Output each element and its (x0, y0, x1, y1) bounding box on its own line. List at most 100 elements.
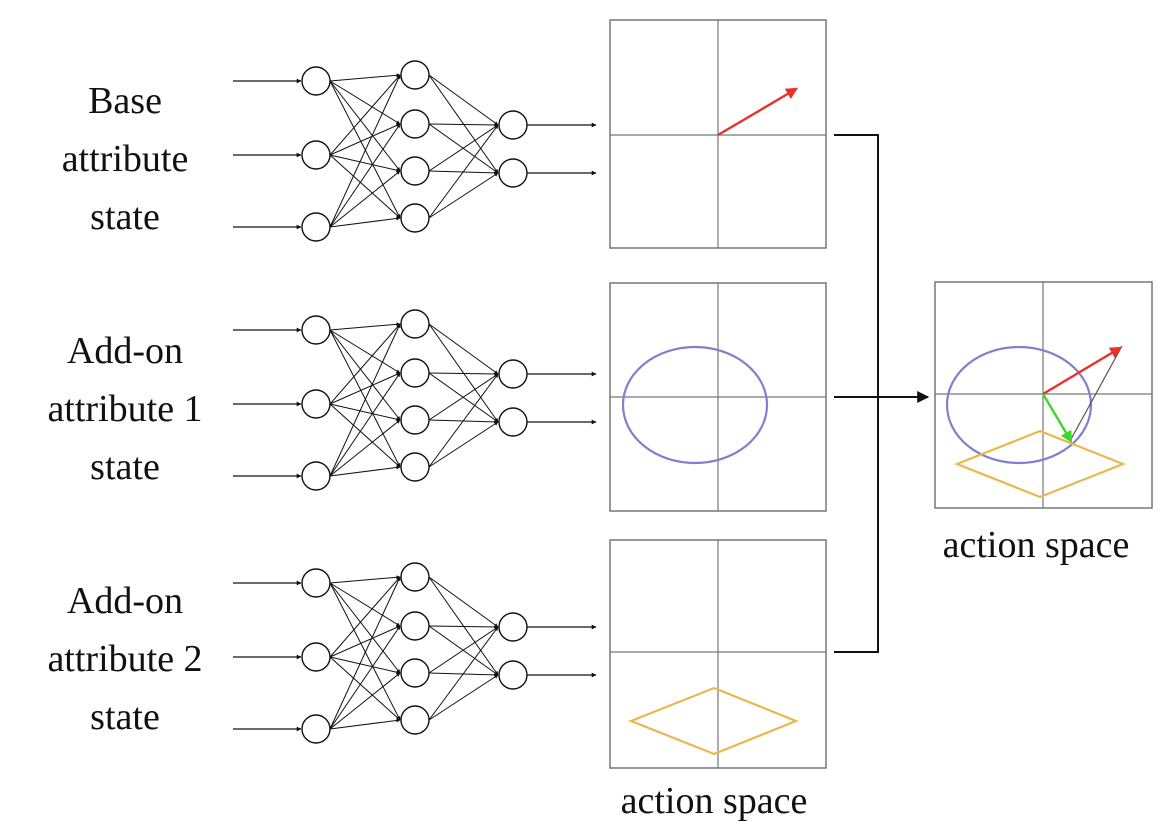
nn-connection (329, 582, 401, 627)
nn-connection (329, 718, 401, 730)
nn-neuron (301, 315, 331, 345)
nn-neuron (498, 407, 528, 437)
nn-connection (428, 172, 499, 219)
row-label-line: attribute (61, 138, 189, 180)
nn-connection (329, 73, 401, 82)
action-space-caption-left: action space (620, 780, 808, 822)
nn-neuron (301, 642, 331, 672)
addon2-diamond (628, 686, 799, 756)
nn-connection (329, 74, 401, 156)
nn-neuron (400, 562, 430, 592)
action-space-addon2 (609, 539, 827, 769)
nn-connection (428, 371, 499, 376)
row-label-addon1: Add-on attribute 1 state (0, 322, 250, 496)
nn-connection (329, 372, 401, 477)
action-space-base (609, 19, 827, 249)
neural-network-addon2 (233, 562, 597, 744)
addon1-ellipse (621, 345, 769, 465)
nn-neuron (301, 66, 331, 96)
action-space-caption-right: action space (942, 524, 1130, 566)
neural-network-base (233, 60, 597, 242)
nn-connection (428, 124, 499, 172)
nn-connection (329, 656, 401, 721)
nn-connection (428, 421, 499, 468)
nn-neuron (400, 109, 430, 139)
row-label-line: attribute 2 (47, 638, 203, 680)
neural-network-addon1 (233, 309, 597, 491)
nn-neuron (301, 714, 331, 744)
row-label-base: Base attribute state (0, 72, 250, 246)
nn-connection (329, 123, 401, 228)
nn-connection (428, 624, 499, 629)
nn-connection (329, 170, 401, 228)
nn-connection (428, 674, 499, 721)
nn-neuron (400, 156, 430, 186)
nn-neuron (498, 158, 528, 188)
nn-connection (329, 403, 401, 422)
nn-neuron (498, 660, 528, 690)
nn-neuron (400, 452, 430, 482)
nn-connection (329, 625, 401, 658)
nn-neuron (498, 359, 528, 389)
nn-connection (329, 576, 401, 658)
nn-connection (329, 575, 401, 584)
base-vector-arrow (717, 87, 799, 137)
nn-neuron (400, 203, 430, 233)
nn-neuron (301, 212, 331, 242)
nn-connection (428, 626, 499, 721)
nn-neuron (400, 405, 430, 435)
nn-neuron (400, 358, 430, 388)
nn-connection (428, 122, 499, 127)
nn-connection (329, 625, 401, 730)
combined-red-arrow (1042, 346, 1123, 396)
nn-neuron (301, 140, 331, 170)
nn-connection (329, 419, 401, 477)
nn-connection (329, 323, 401, 477)
nn-neuron (400, 705, 430, 735)
nn-connection (428, 576, 499, 628)
row-label-line: Add-on (66, 330, 184, 372)
combined-diamond (954, 429, 1126, 499)
nn-connection (329, 154, 401, 219)
combined-green-arrow (1041, 393, 1073, 444)
nn-neuron (400, 611, 430, 641)
nn-connection (329, 465, 401, 477)
row-label-line: Base (88, 80, 162, 122)
nn-connection (329, 403, 401, 468)
nn-connection (329, 329, 401, 421)
nn-neuron (301, 461, 331, 491)
nn-neuron (400, 658, 430, 688)
row-label-line: state (90, 446, 160, 488)
nn-connection (329, 80, 401, 172)
nn-connection (329, 74, 401, 228)
action-space-combined (934, 281, 1153, 509)
nn-connection (329, 372, 401, 405)
nn-connection (329, 582, 401, 721)
nn-connection (329, 656, 401, 675)
nn-connection (428, 124, 499, 219)
nn-connection (428, 373, 499, 468)
row-label-line: Add-on (66, 580, 184, 622)
nn-connection (329, 80, 401, 125)
nn-connection (329, 672, 401, 730)
nn-connection (428, 323, 499, 375)
combine-connector (834, 134, 930, 653)
nn-neuron (498, 612, 528, 642)
row-label-line: attribute 1 (47, 388, 203, 430)
combined-ellipse (945, 345, 1093, 465)
nn-neuron (400, 60, 430, 90)
row-label-line: state (90, 696, 160, 738)
nn-connection (329, 323, 401, 405)
nn-connection (329, 154, 401, 173)
nn-neuron (400, 309, 430, 339)
nn-connection (428, 373, 499, 421)
nn-connection (329, 216, 401, 228)
nn-connection (329, 123, 401, 156)
nn-connection (329, 329, 401, 468)
nn-connection (329, 80, 401, 219)
action-space-addon1 (609, 282, 827, 512)
row-label-addon2: Add-on attribute 2 state (0, 572, 250, 746)
nn-neuron (498, 110, 528, 140)
nn-neuron (301, 568, 331, 598)
